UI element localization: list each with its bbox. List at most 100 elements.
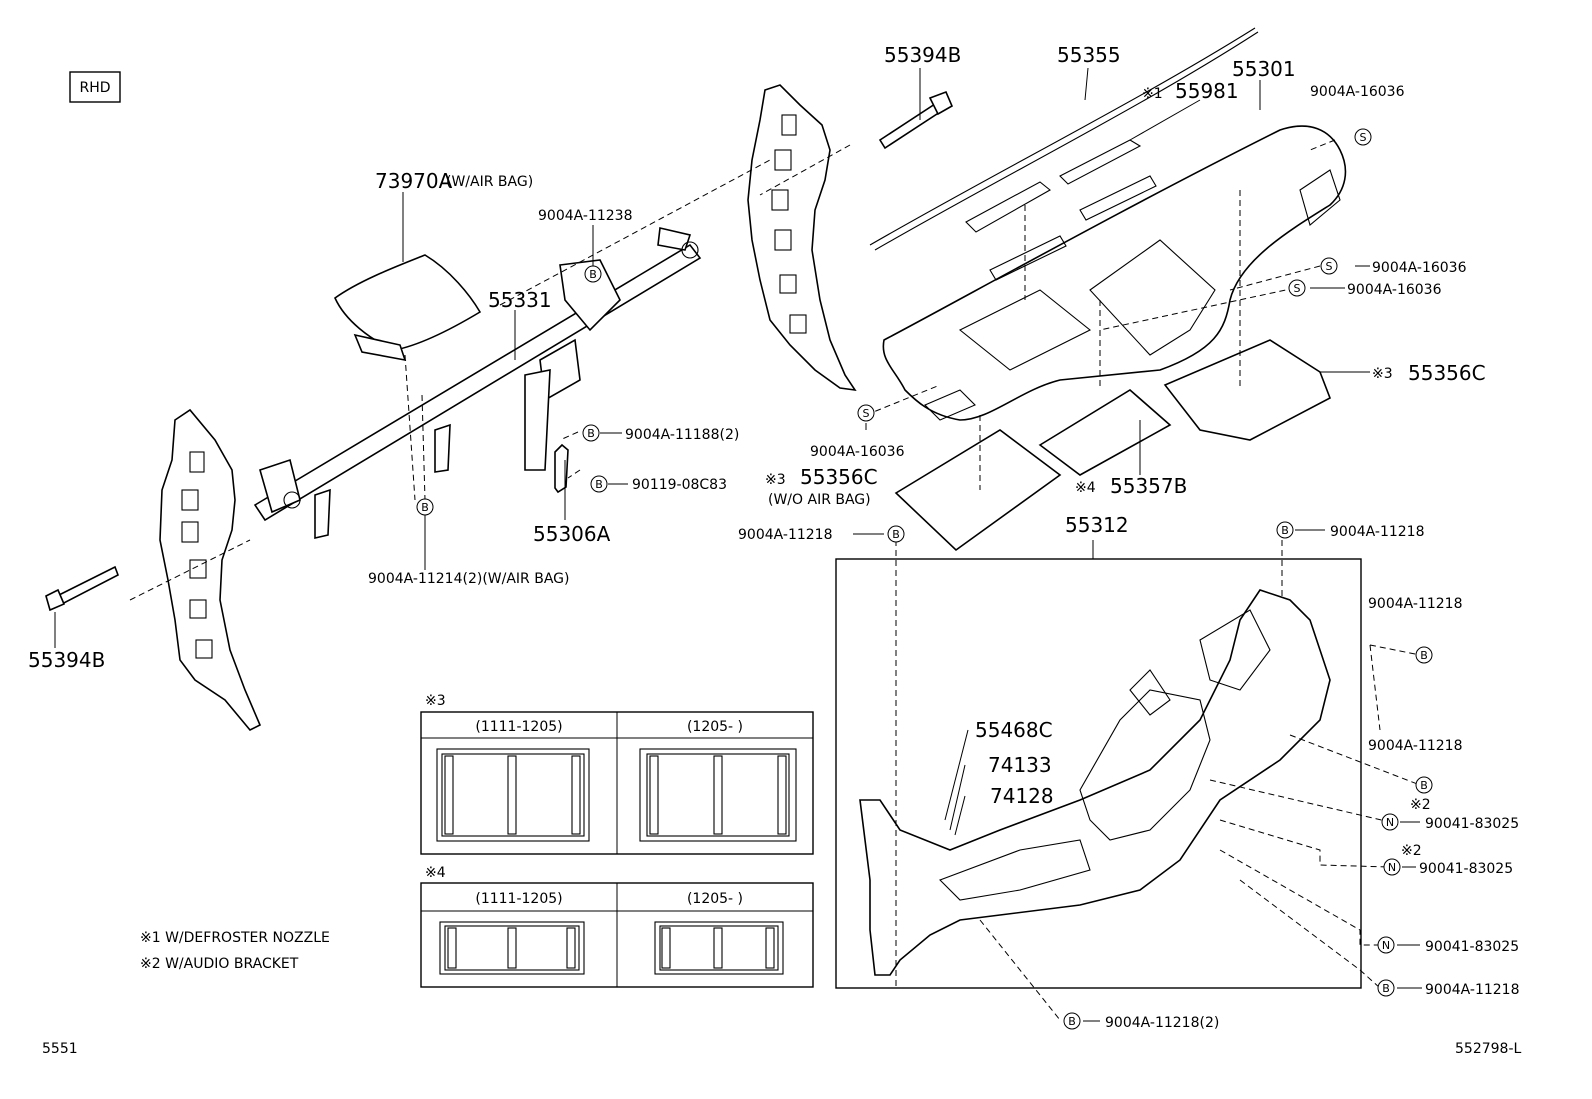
label-9004a-11218-b: 9004A-11218	[1330, 524, 1425, 540]
label-55981-mark: ※1	[1142, 86, 1163, 102]
svg-text:B: B	[1068, 1015, 1076, 1028]
svg-text:S: S	[1326, 260, 1333, 273]
svg-text:S: S	[1360, 131, 1367, 144]
label-55312: 55312	[1065, 513, 1129, 537]
label-55356c-left: 55356C	[800, 465, 878, 489]
label-90041-83025-c: 90041-83025	[1425, 939, 1519, 955]
label-55357b-mark: ※4	[1075, 480, 1096, 496]
label-74133: 74133	[988, 753, 1052, 777]
note-2: ※2 W/AUDIO BRACKET	[140, 956, 299, 972]
variant-4-col-a: (1111-1205)	[475, 891, 562, 907]
airbag-73970a	[333, 254, 482, 362]
lower-panel-box	[835, 558, 1362, 989]
label-9004a-11214: 9004A-11214(2)(W/AIR BAG)	[368, 571, 569, 587]
symbol-s-1: S	[1354, 128, 1372, 146]
label-9004a-11238: 9004A-11238	[538, 208, 633, 224]
variant-3-col-b: (1205- )	[687, 719, 743, 735]
label-55394b-bottom: 55394B	[28, 648, 105, 672]
svg-text:B: B	[1382, 982, 1390, 995]
variant-4-mark: ※4	[425, 865, 446, 881]
label-90119-08c83: 90119-08C83	[632, 477, 727, 493]
label-73970a: 73970A	[375, 169, 453, 193]
rhd-box	[69, 71, 121, 103]
label-9004a-11218-f: 9004A-11218(2)	[1105, 1015, 1219, 1031]
symbol-b-7: B	[1415, 646, 1433, 664]
label-90041-b-mark: ※2	[1401, 843, 1422, 859]
symbol-s-4: S	[857, 404, 875, 422]
bolt-55394b-bottom	[45, 565, 119, 612]
side-bracket-left	[159, 408, 262, 731]
label-55301: 55301	[1232, 57, 1296, 81]
symbol-b-5: B	[887, 525, 905, 543]
label-55981: 55981	[1175, 79, 1239, 103]
silencer-55356c-right	[1163, 339, 1332, 441]
symbol-b-2: B	[582, 424, 600, 442]
bolt-55394b-top	[878, 90, 954, 150]
label-90041-83025-a: 90041-83025	[1425, 816, 1519, 832]
svg-text:B: B	[1420, 779, 1428, 792]
svg-text:S: S	[1294, 282, 1301, 295]
lower-panel-55312	[859, 589, 1331, 976]
label-73970a-note: (W/AIR BAG)	[446, 174, 533, 190]
defroster-garnish-55355	[869, 27, 1256, 246]
symbol-b-8: B	[1415, 776, 1433, 794]
symbol-b-1: B	[584, 265, 602, 283]
symbol-b-3: B	[590, 475, 608, 493]
label-9004a-11218-a: 9004A-11218	[738, 527, 833, 543]
note-1: ※1 W/DEFROSTER NOZZLE	[140, 930, 330, 946]
label-9004a-11188: 9004A-11188(2)	[625, 427, 739, 443]
variant-3-col-a: (1111-1205)	[475, 719, 562, 735]
svg-text:B: B	[587, 427, 595, 440]
label-55306a: 55306A	[533, 522, 611, 546]
fastener-symbols: S S S S B B B B B B B B N N N B B	[416, 128, 1433, 1030]
silencer-55356c-left	[894, 429, 1062, 552]
variant-4-col-b: (1205- )	[687, 891, 743, 907]
label-55356c-left-mark: ※3	[765, 472, 786, 488]
page-id-left: 5551	[42, 1041, 78, 1057]
dashed-leaders	[129, 139, 1421, 1021]
variant-3-mark: ※3	[425, 693, 446, 709]
symbol-s-2: S	[1320, 257, 1338, 275]
label-55468c: 55468C	[975, 718, 1053, 742]
page-id-right: 552798-L	[1455, 1041, 1521, 1057]
symbol-b-4: B	[416, 498, 434, 516]
label-9004a-11218-e: 9004A-11218	[1425, 982, 1520, 998]
label-55331: 55331	[488, 288, 552, 312]
symbol-n-3: N	[1377, 936, 1395, 954]
rhd-label: RHD	[79, 80, 110, 96]
svg-text:S: S	[863, 407, 870, 420]
symbol-n-2: N	[1383, 858, 1401, 876]
label-9004a-16036-b: 9004A-16036	[1372, 260, 1467, 276]
label-9004a-11218-d: 9004A-11218	[1368, 738, 1463, 754]
svg-text:B: B	[1420, 649, 1428, 662]
label-55357b: 55357B	[1110, 474, 1187, 498]
symbol-b-10: B	[1063, 1012, 1081, 1030]
svg-text:B: B	[589, 268, 597, 281]
bracket-55306a	[554, 443, 569, 494]
svg-text:B: B	[421, 501, 429, 514]
reinforcement-beam-55331	[253, 227, 702, 540]
label-55356c-right: 55356C	[1408, 361, 1486, 385]
label-9004a-16036-c: 9004A-16036	[1347, 282, 1442, 298]
variant-table-4: ※4 (1111-1205) (1205- )	[420, 865, 814, 988]
svg-text:B: B	[595, 478, 603, 491]
label-9004a-16036-a: 9004A-16036	[1310, 84, 1405, 100]
label-9004a-11218-c: 9004A-11218	[1368, 596, 1463, 612]
leader-lines	[54, 67, 1422, 1022]
variant-table-3: ※3 (1111-1205) (1205- )	[420, 693, 814, 855]
label-9004a-16036-d: 9004A-16036	[810, 444, 905, 460]
label-90041-a-mark: ※2	[1410, 797, 1431, 813]
silencer-55357b	[1038, 389, 1172, 476]
symbol-n-1: N	[1381, 813, 1399, 831]
dashboard-panel-55301	[882, 125, 1347, 421]
label-55356c-right-mark: ※3	[1372, 366, 1393, 382]
side-bracket-right	[747, 84, 857, 392]
symbol-b-9: B	[1377, 979, 1395, 997]
svg-text:B: B	[892, 528, 900, 541]
label-90041-83025-b: 90041-83025	[1419, 861, 1513, 877]
label-55355: 55355	[1057, 43, 1121, 67]
symbol-s-3: S	[1288, 279, 1306, 297]
svg-text:N: N	[1386, 816, 1394, 829]
svg-text:N: N	[1388, 861, 1396, 874]
